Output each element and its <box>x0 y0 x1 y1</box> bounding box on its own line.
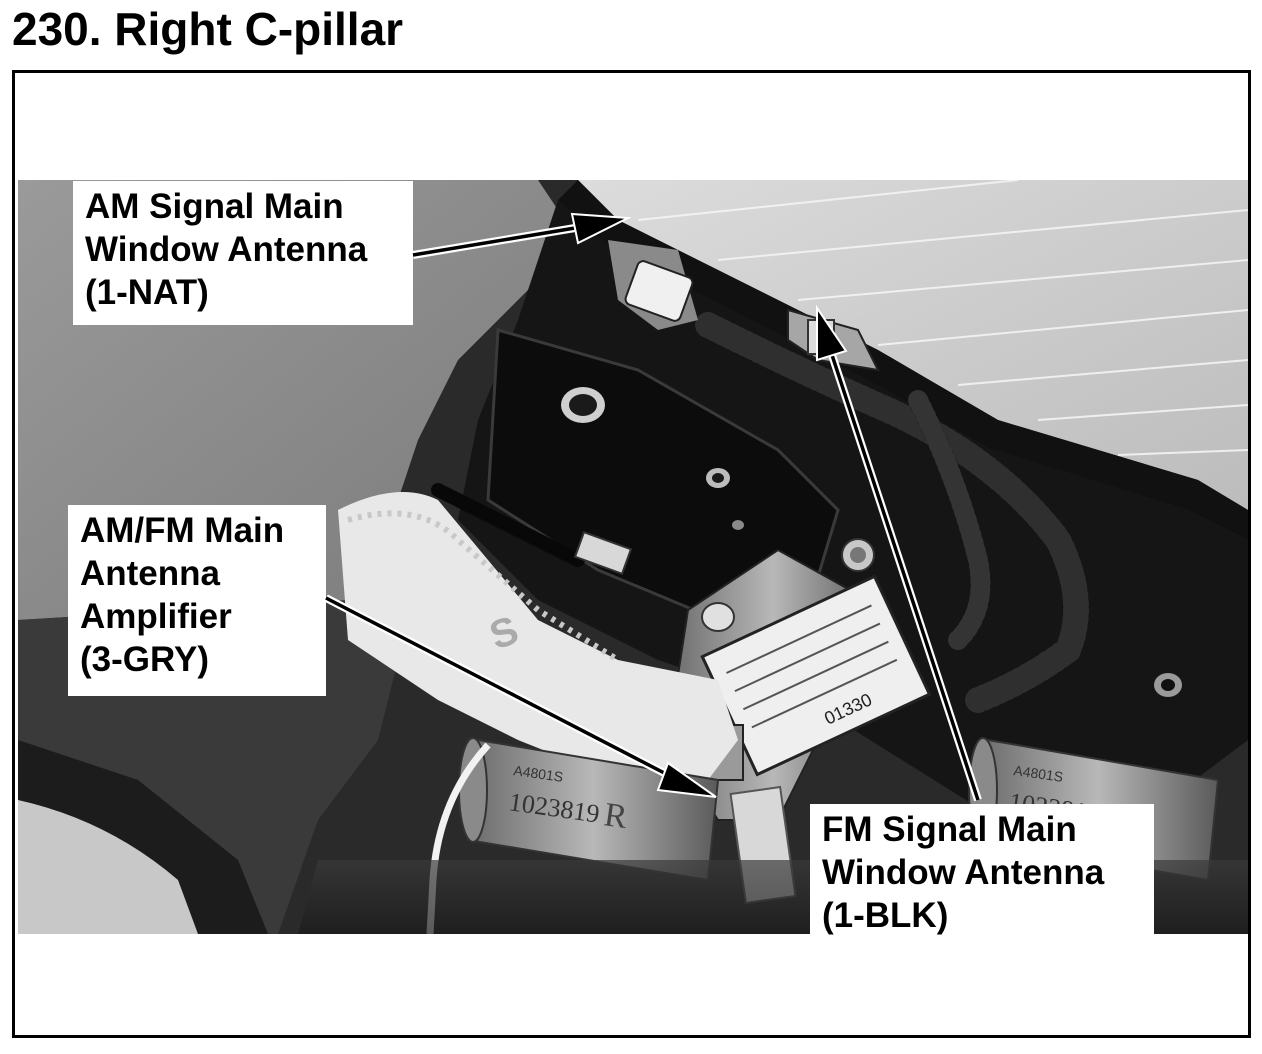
fm-signal-line-2: Window Antenna <box>822 853 1105 892</box>
amfm-amplifier-line-1: AM/FM Main <box>80 511 285 550</box>
fm-signal-line-3: (1-BLK) <box>822 896 949 935</box>
amfm-amplifier-line-2: Antenna <box>80 554 220 593</box>
amfm-amplifier-line-3: Amplifier <box>80 597 232 636</box>
code-right: A4801S <box>1013 762 1065 785</box>
fm-signal-antenna-callout: FM Signal Main Window Antenna (1-BLK) <box>810 804 1154 948</box>
page-title: 230. Right C-pillar <box>12 3 404 55</box>
amfm-amplifier-callout: AM/FM Main Antenna Amplifier (3-GRY) <box>68 505 326 696</box>
amfm-amplifier-line-4: (3-GRY) <box>80 640 209 679</box>
am-signal-line-3: (1-NAT) <box>85 273 209 312</box>
am-signal-line-1: AM Signal Main <box>85 187 344 226</box>
am-signal-antenna-callout: AM Signal Main Window Antenna (1-NAT) <box>73 181 413 325</box>
side-mark: R <box>602 796 630 836</box>
am-signal-line-2: Window Antenna <box>85 230 368 269</box>
fm-signal-line-1: FM Signal Main <box>822 810 1077 849</box>
